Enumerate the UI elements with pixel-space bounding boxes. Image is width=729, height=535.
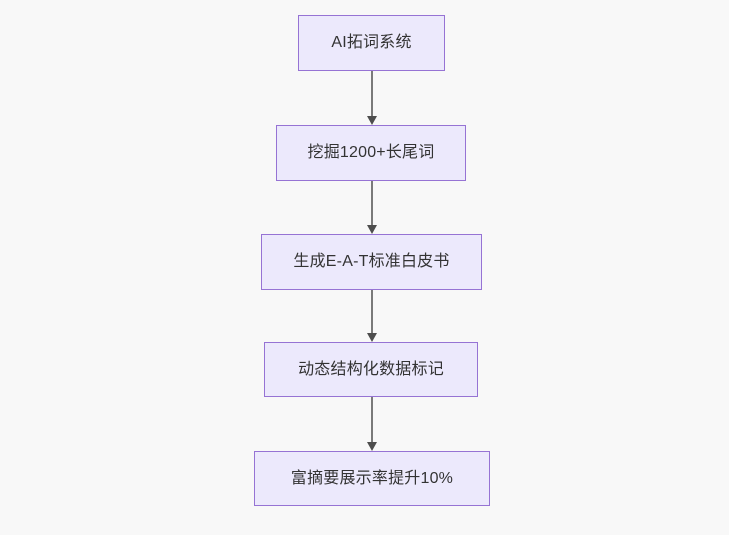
node-label: 生成E-A-T标准白皮书	[293, 253, 450, 271]
edge-line	[371, 71, 373, 116]
arrowhead-icon	[366, 116, 377, 125]
arrowhead-icon	[366, 442, 377, 451]
arrowhead-icon	[366, 333, 377, 342]
node-label: AI拓词系统	[331, 34, 412, 52]
arrowhead-icon	[366, 225, 377, 234]
edge-line	[371, 181, 373, 225]
node-label: 挖掘1200+长尾词	[307, 144, 435, 162]
flowchart-node-generate-eat-whitepaper[interactable]: 生成E-A-T标准白皮书	[261, 234, 482, 290]
flowchart-node-ai-keyword-system[interactable]: AI拓词系统	[298, 15, 445, 71]
flowchart-node-dynamic-structured-data-markup[interactable]: 动态结构化数据标记	[264, 342, 478, 397]
node-label: 动态结构化数据标记	[298, 360, 444, 378]
flowchart-node-rich-snippet-impression-lift[interactable]: 富摘要展示率提升10%	[254, 451, 490, 506]
flowchart-node-mine-longtail-keywords[interactable]: 挖掘1200+长尾词	[276, 125, 466, 181]
edge-line	[371, 290, 373, 333]
node-label: 富摘要展示率提升10%	[290, 469, 454, 487]
edge-line	[371, 397, 373, 442]
